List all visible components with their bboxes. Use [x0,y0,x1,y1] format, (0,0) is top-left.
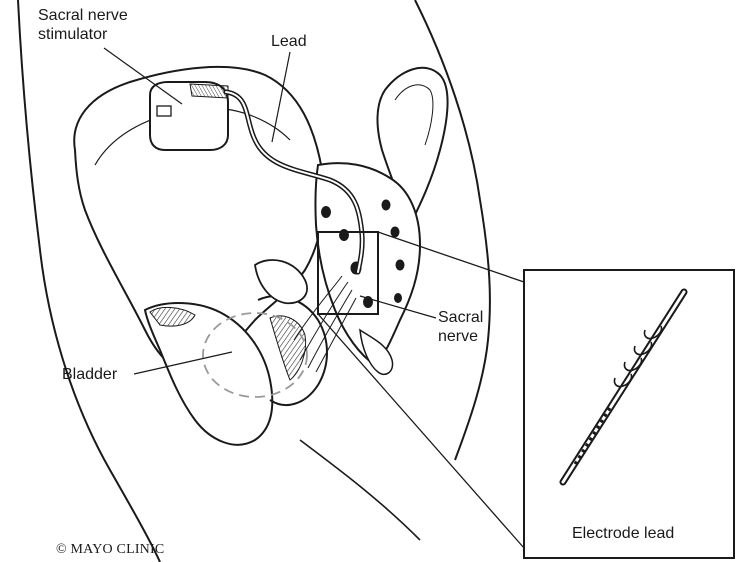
label-sacral-nerve-stimulator: Sacral nerve stimulator [38,6,128,44]
label-sacral-nerve: Sacral nerve [438,308,483,346]
inset-caption: Electrode lead [572,524,674,543]
label-sacral-line-1: Sacral [438,308,483,327]
copyright-notice: © MAYO CLINIC [56,542,164,558]
label-lead: Lead [271,32,307,51]
stimulator-header [190,84,228,98]
inset-frame [524,270,734,558]
label-bladder: Bladder [62,365,117,384]
label-sacral-line-2: nerve [438,327,483,346]
label-stimulator-line-2: stimulator [38,25,128,44]
zoom-connector-bottom [318,314,524,548]
pubic-shadow [270,316,306,380]
label-stimulator-line-1: Sacral nerve [38,6,128,25]
thigh-outline [300,440,420,540]
